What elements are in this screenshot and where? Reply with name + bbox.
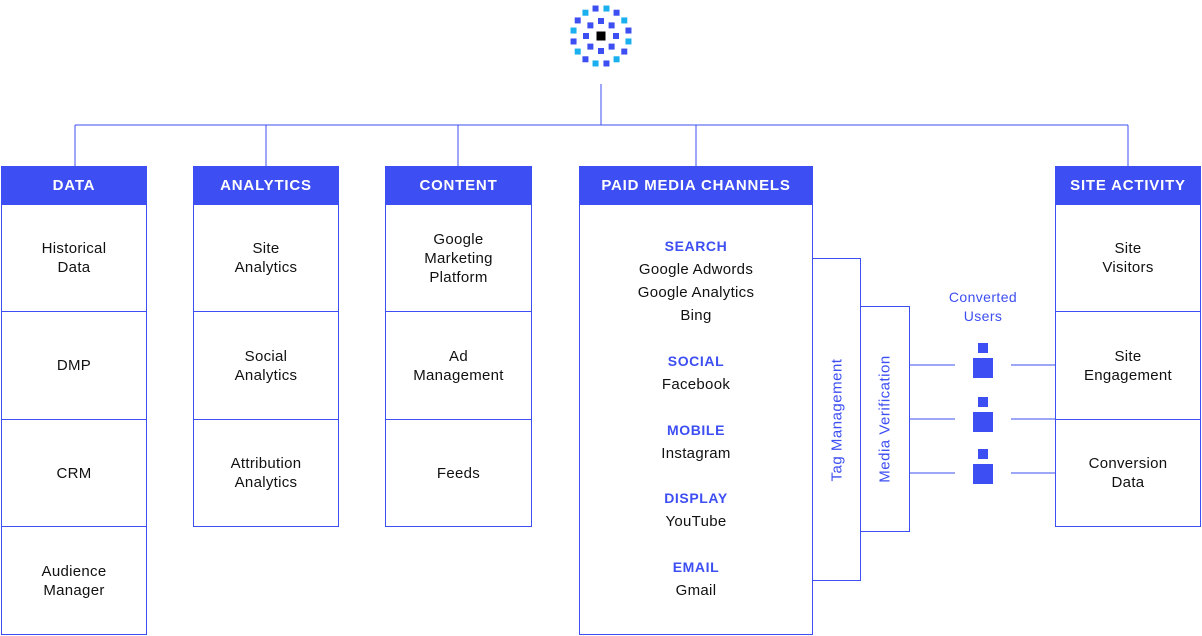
channel-item: Gmail (675, 582, 717, 599)
tag-management-label: Tag Management (828, 358, 845, 481)
channel-category: SOCIAL (667, 353, 725, 369)
cell-label: Audience Manager (41, 562, 107, 599)
cell-label: Historical Data (41, 240, 107, 276)
channel-item: Google Analytics (637, 284, 755, 301)
data-item-audience-manager: Audience Manager (1, 526, 147, 635)
channel-group-mobile: MOBILE Instagram (580, 419, 812, 465)
content-item-google-marketing-platform: Google Marketing Platform (385, 204, 532, 312)
cell-label: Feeds (436, 464, 481, 482)
cell-label: CRM (56, 464, 92, 482)
dotted-sunburst-logo (570, 5, 632, 67)
paid-media-channels-box: SEARCH Google Adwords Google Analytics B… (579, 204, 813, 635)
cell-label: Social Analytics (234, 347, 298, 384)
content-item-ad-management: Ad Management (385, 311, 532, 420)
content-header: CONTENT (385, 166, 532, 205)
cell-label: Attribution Analytics (230, 455, 302, 491)
analytics-header: ANALYTICS (193, 166, 339, 205)
site-activity-item-site-engagement: Site Engagement (1055, 311, 1201, 420)
site-activity-item-conversion-data: Conversion Data (1055, 419, 1201, 527)
channel-category: SEARCH (664, 238, 728, 254)
channel-group-search: SEARCH Google Adwords Google Analytics B… (580, 235, 812, 327)
media-verification-box: Media Verification (860, 306, 910, 532)
channel-item: Bing (680, 307, 712, 324)
site-activity-item-site-visitors: Site Visitors (1055, 204, 1201, 312)
data-item-historical-data: Historical Data (1, 204, 147, 312)
cell-label: Site Visitors (1102, 240, 1154, 276)
cell-label: Conversion Data (1088, 455, 1168, 491)
channel-group-social: SOCIAL Facebook (580, 350, 812, 396)
analytics-item-attribution-analytics: Attribution Analytics (193, 419, 339, 527)
channel-group-display: DISPLAY YouTube (580, 487, 812, 533)
user-icon (973, 343, 993, 378)
user-icon (973, 449, 993, 484)
channel-category: DISPLAY (664, 490, 728, 506)
cell-label: Google Marketing Platform (424, 230, 493, 286)
cell-label: Site Engagement (1083, 347, 1173, 384)
paid-media-header: PAID MEDIA CHANNELS (579, 166, 813, 205)
converted-users-label: Converted Users (948, 289, 1018, 324)
site-activity-header: SITE ACTIVITY (1055, 166, 1201, 205)
channel-category: EMAIL (672, 559, 720, 575)
analytics-item-site-analytics: Site Analytics (193, 204, 339, 312)
tag-management-box: Tag Management (812, 258, 861, 581)
content-item-feeds: Feeds (385, 419, 532, 527)
cell-label: Site Analytics (234, 240, 298, 276)
data-header: DATA (1, 166, 147, 205)
cell-label: Ad Management (413, 347, 504, 384)
data-item-crm: CRM (1, 419, 147, 527)
cell-label: DMP (56, 357, 92, 374)
user-icon (973, 397, 993, 432)
channel-item: Instagram (661, 445, 731, 462)
media-verification-label: Media Verification (876, 355, 894, 483)
channel-item: Facebook (661, 376, 731, 393)
channel-item: Google Adwords (638, 261, 754, 278)
analytics-item-social-analytics: Social Analytics (193, 311, 339, 420)
channel-item: YouTube (665, 513, 727, 530)
channel-group-email: EMAIL Gmail (580, 556, 812, 602)
data-item-dmp: DMP (1, 311, 147, 420)
channel-category: MOBILE (666, 422, 726, 438)
